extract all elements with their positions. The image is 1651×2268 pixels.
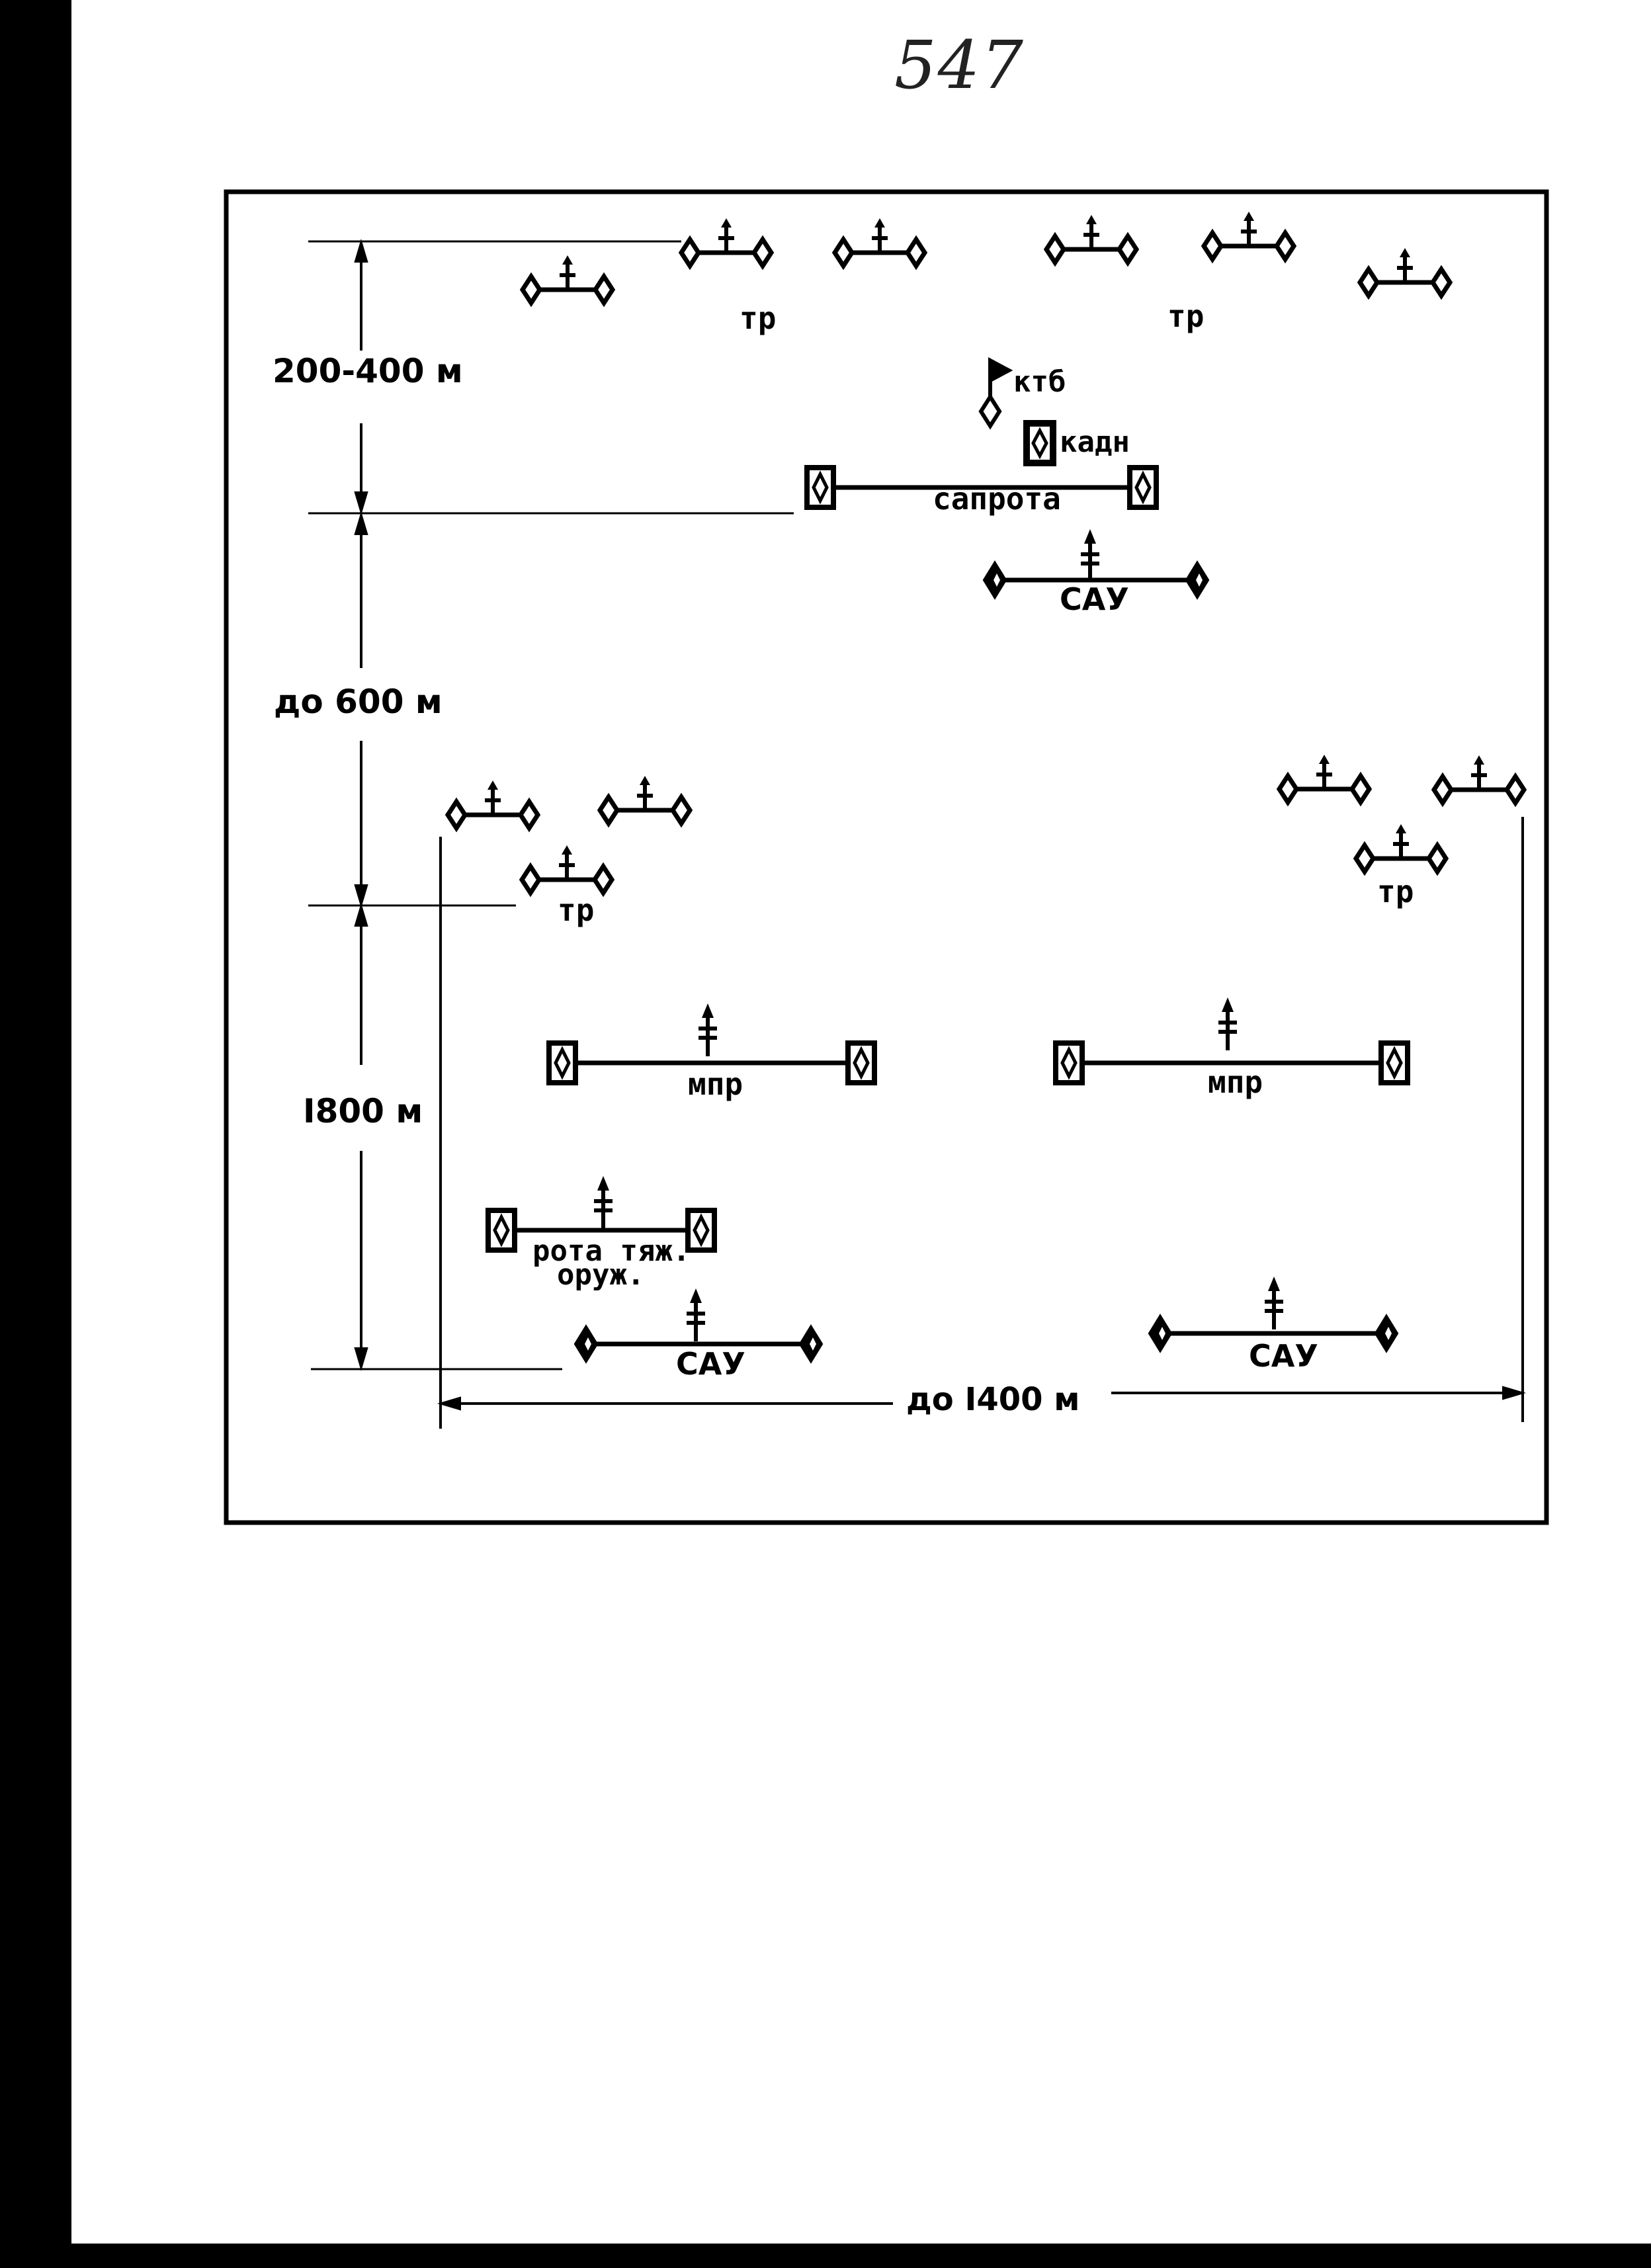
- tank-pair-icon: [522, 845, 612, 893]
- tank-pair-icon: [523, 255, 613, 303]
- vehicle-box-icon: [1130, 468, 1156, 507]
- frontage-dimension: [437, 817, 1527, 1429]
- page-number: 547: [894, 26, 1025, 104]
- label-sau: САУ: [676, 1346, 745, 1382]
- dim-label-1400: до I400 м: [906, 1381, 1080, 1418]
- tank-pair-icon: [1434, 755, 1524, 803]
- tank-pair-icon: [1356, 824, 1446, 872]
- vehicle-box-icon: [807, 468, 833, 507]
- tank-pair-icon: [1046, 215, 1136, 263]
- tank-pair-icon: [448, 780, 538, 828]
- label-sau: САУ: [1060, 581, 1129, 617]
- label-tr: тр: [558, 892, 594, 928]
- vehicle-box-icon: [1381, 1043, 1408, 1083]
- label-kadn: кадн: [1060, 425, 1130, 459]
- artillery-commander-icon: [1023, 420, 1056, 466]
- diagram-frame: [224, 189, 1549, 1525]
- tank-pair-icon: [681, 218, 771, 266]
- diamond-vehicle-icon: [1185, 562, 1209, 599]
- vehicle-box-icon: [549, 1043, 575, 1083]
- dim-label-200-400: 200-400 м: [273, 352, 463, 390]
- scan-left-border: [0, 0, 71, 2268]
- label-tr: тр: [1377, 874, 1414, 909]
- diamond-vehicle-icon: [1148, 1315, 1172, 1352]
- scan-bottom-border: [0, 2244, 1651, 2268]
- tank-pair-icon: [1279, 755, 1369, 802]
- label-saprota: сапрота: [933, 481, 1061, 517]
- diamond-vehicle-icon: [574, 1325, 598, 1363]
- tank-pair-icon: [1204, 212, 1294, 259]
- label-tr: тр: [740, 300, 776, 336]
- label-mpr: мпр: [1208, 1064, 1263, 1100]
- diamond-vehicle-icon: [1375, 1315, 1398, 1352]
- label-rota-line2: оруж.: [557, 1258, 644, 1292]
- command-flag-icon: [978, 357, 1013, 430]
- vehicle-box-icon: [488, 1210, 515, 1250]
- label-tr: тр: [1167, 298, 1204, 334]
- label-mpr: мпр: [688, 1066, 743, 1102]
- vehicle-box-icon: [1056, 1043, 1082, 1083]
- mast-icon: [594, 1176, 613, 1229]
- label-ktb: ктб: [1013, 365, 1066, 399]
- mast-icon: [698, 1003, 717, 1056]
- diamond-vehicle-icon: [983, 562, 1007, 599]
- vehicle-box-icon: [688, 1210, 714, 1250]
- mast-icon: [1218, 997, 1237, 1050]
- dim-label-1800: I800 м: [303, 1092, 423, 1130]
- tank-pair-icon: [1360, 248, 1450, 296]
- vehicle-box-icon: [848, 1043, 874, 1083]
- mast-icon: [687, 1288, 705, 1341]
- label-sau: САУ: [1249, 1338, 1318, 1374]
- mast-icon: [1265, 1277, 1283, 1329]
- label-rota-line1: рота тяж.: [532, 1234, 690, 1268]
- tank-pair-icon: [835, 218, 925, 266]
- diamond-vehicle-icon: [799, 1325, 823, 1363]
- dim-label-600: до 600 м: [274, 683, 443, 721]
- tank-pair-icon: [600, 776, 690, 823]
- dimension-reference-lines: [308, 240, 794, 1370]
- depth-dimension-arrows: [354, 238, 368, 1372]
- mast-icon: [1081, 529, 1099, 582]
